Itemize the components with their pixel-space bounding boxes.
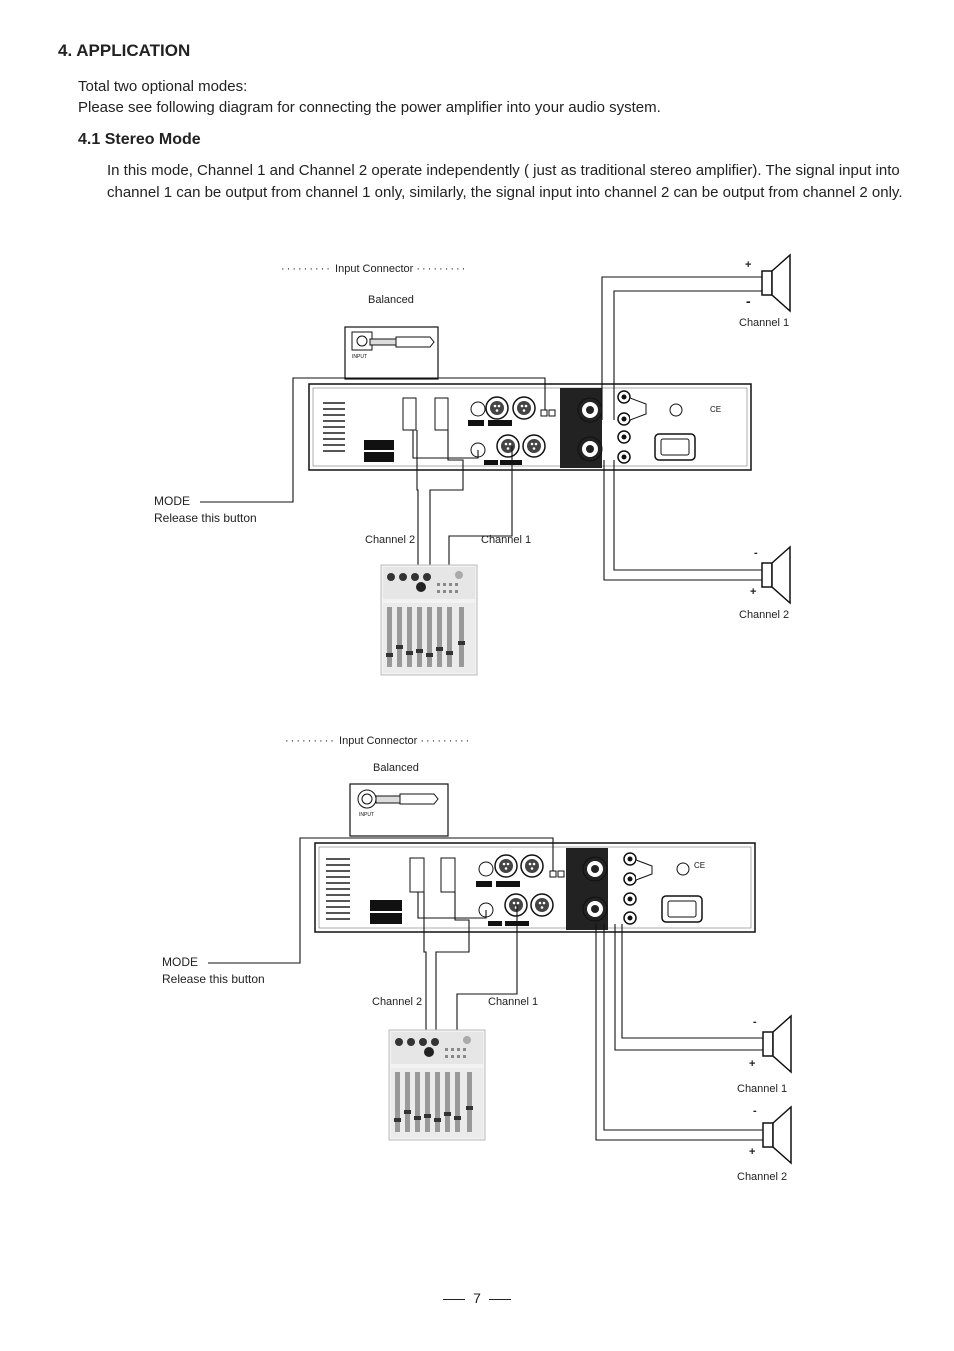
page-number-dash-right	[489, 1299, 511, 1300]
diagram-2-drawing: INPUT CE	[208, 784, 791, 1163]
vent-grille	[323, 398, 345, 456]
svg-text:CE: CE	[710, 405, 721, 414]
jack-label: INPUT	[352, 354, 367, 360]
page-number: 7	[0, 1290, 954, 1306]
svg-text:CE: CE	[694, 861, 705, 870]
vent-grille	[326, 858, 350, 920]
diagram-1-drawing: INPUT CE	[200, 255, 790, 675]
page-number-dash-left	[443, 1299, 465, 1300]
jack-label: INPUT	[359, 812, 374, 818]
